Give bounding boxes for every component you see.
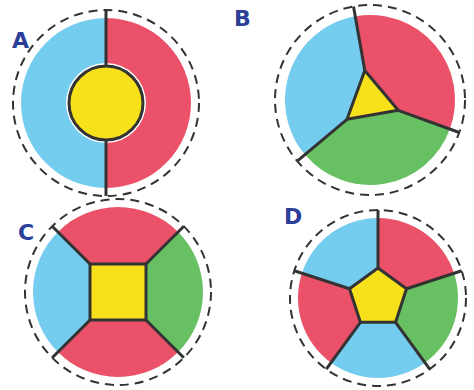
dashed-circle	[290, 210, 466, 386]
divider	[297, 119, 347, 161]
divider	[377, 210, 380, 268]
figure-letter: B	[234, 8, 251, 30]
yellow-center	[69, 66, 143, 140]
divider	[407, 271, 462, 289]
figure-c	[25, 199, 211, 385]
divider	[52, 320, 90, 358]
figure-a	[13, 10, 199, 196]
dashed-circle	[275, 5, 465, 195]
yellow-center	[347, 71, 398, 120]
divider	[105, 10, 108, 66]
dashed-circle	[25, 199, 211, 385]
divider	[146, 226, 184, 264]
figure-letter: A	[12, 30, 29, 52]
divider	[326, 322, 360, 369]
figure-letter: D	[284, 206, 302, 228]
divider	[396, 322, 430, 369]
divider	[354, 6, 365, 70]
yellow-center	[90, 264, 146, 320]
divider	[105, 140, 108, 196]
divider	[52, 226, 90, 264]
dashed-circle	[13, 10, 199, 196]
figure-letter: C	[18, 222, 34, 244]
divider	[398, 110, 459, 132]
divider	[294, 271, 349, 289]
figure-d	[290, 210, 466, 386]
divider	[146, 320, 184, 358]
figure-b	[275, 5, 465, 195]
yellow-center	[350, 268, 407, 322]
